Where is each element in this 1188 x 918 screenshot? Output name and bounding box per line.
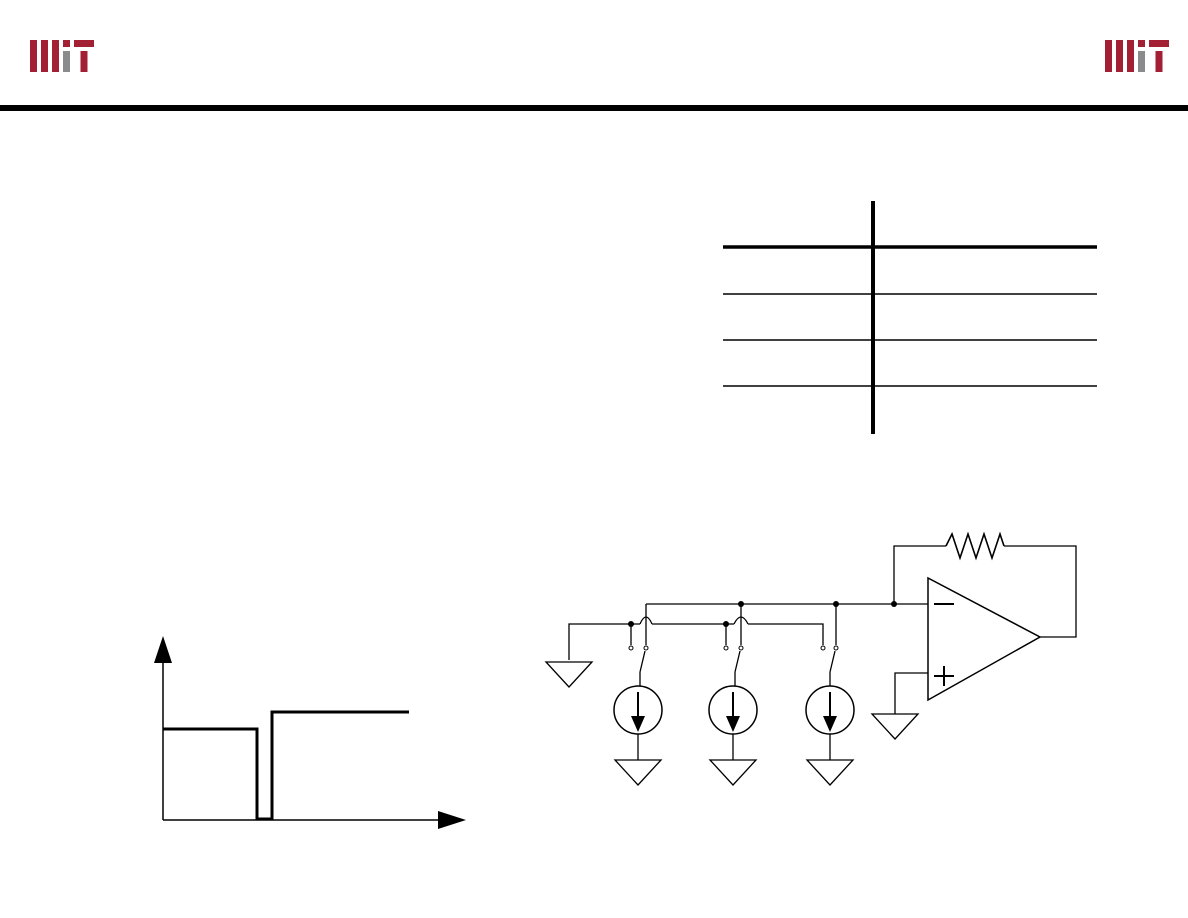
ground-icon — [708, 759, 758, 786]
switch-contact — [833, 645, 839, 651]
ground-rail — [568, 623, 640, 660]
junction-dot — [723, 621, 729, 627]
title-rule — [0, 105, 1188, 111]
current-source-arrow-icon — [726, 716, 740, 732]
x-axis-arrow-icon — [438, 811, 466, 829]
switch-contacts — [628, 645, 839, 651]
y-axis-arrow-icon — [154, 636, 172, 663]
junction-dot — [738, 601, 744, 607]
ground-icon — [613, 759, 663, 786]
glitch-plot — [154, 636, 466, 829]
ground-icon — [805, 759, 855, 786]
resistor — [945, 531, 1005, 561]
ground-icon — [544, 661, 594, 688]
feedback-wire — [893, 545, 946, 604]
dac-circuit — [544, 531, 1077, 786]
current-source-arrow-icon — [631, 716, 645, 732]
junction-dot — [891, 601, 897, 607]
ground-rail — [748, 623, 824, 645]
op-amp — [927, 576, 1042, 702]
waveform-trace — [163, 710, 409, 821]
empty-table — [723, 201, 1097, 434]
mit-logo-icon — [1105, 40, 1169, 72]
switch-blade — [829, 650, 836, 673]
ground-icon — [870, 713, 920, 740]
switch-contact — [628, 645, 634, 651]
noninverting-wire — [894, 672, 928, 714]
feedback-wire — [1004, 545, 1077, 638]
switch-contact — [643, 645, 649, 651]
mit-logo-icon — [30, 40, 94, 72]
current-source-arrow-icon — [823, 716, 837, 732]
junction-dot — [833, 601, 839, 607]
circuit-fills — [628, 601, 897, 732]
switch-blade — [734, 650, 741, 673]
switch-contact — [820, 645, 826, 651]
junction-dot — [628, 621, 634, 627]
switch-contact — [723, 645, 729, 651]
switch-contact — [738, 645, 744, 651]
switch-blade — [639, 650, 646, 673]
